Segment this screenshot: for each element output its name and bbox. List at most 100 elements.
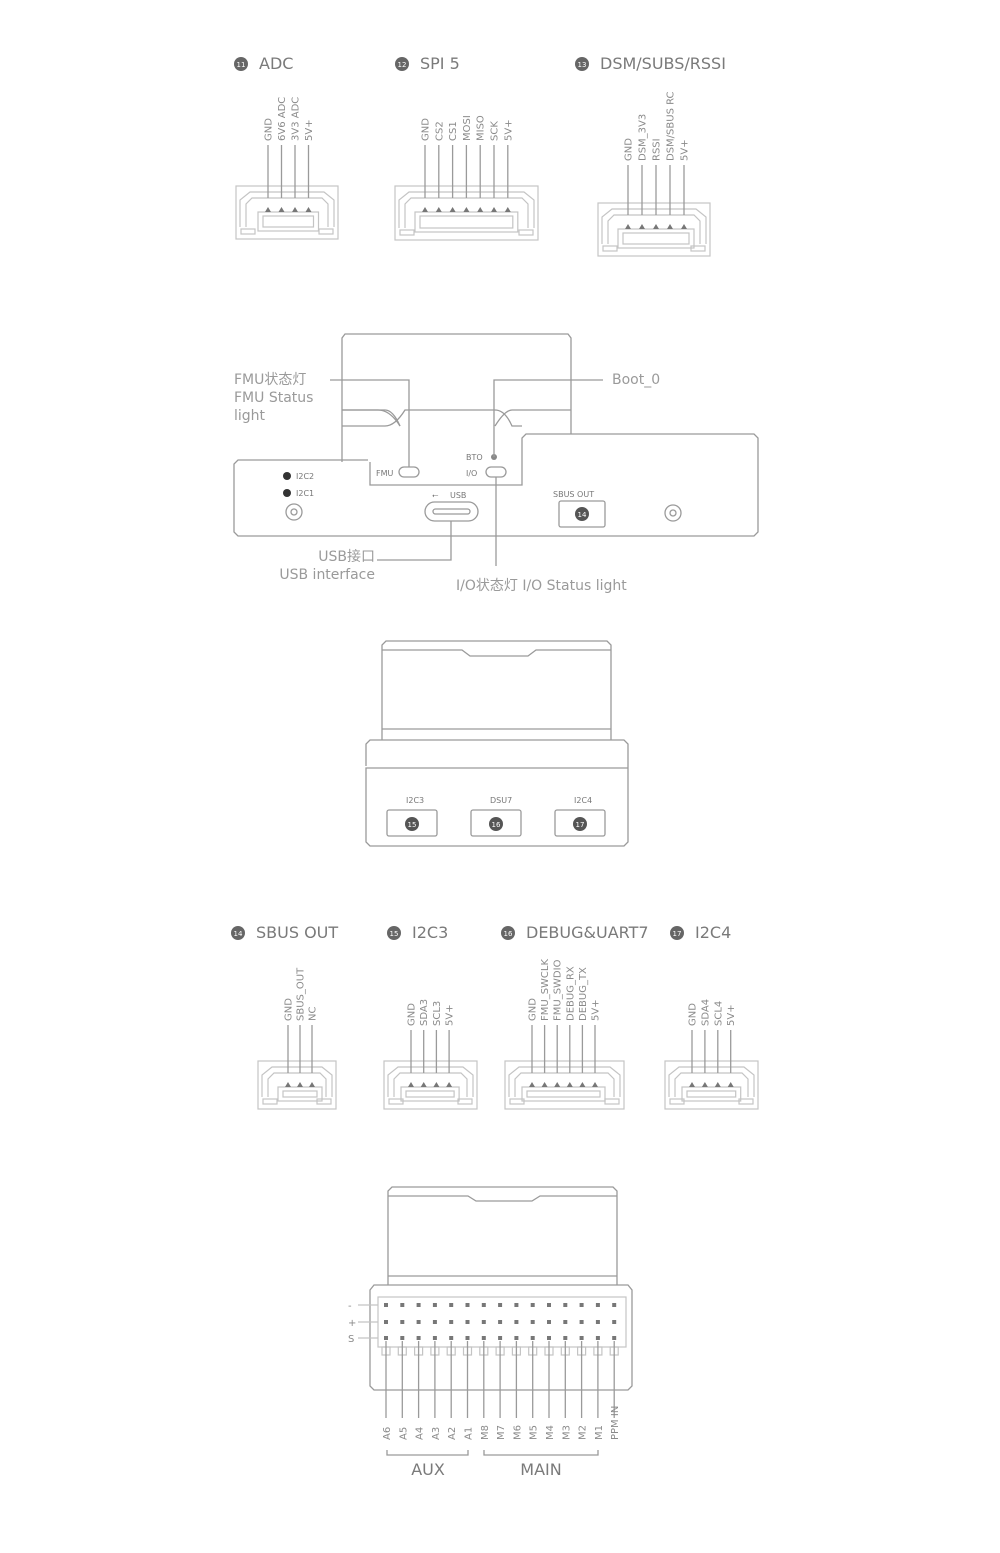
column-label: A3	[431, 1427, 442, 1440]
header-pin	[514, 1303, 519, 1307]
port-label: I2C3	[406, 796, 424, 805]
usb-interface-label-en: USB interface	[279, 567, 375, 583]
connector-title: SBUS OUT	[256, 923, 338, 942]
header-pin	[563, 1303, 568, 1307]
header-pin	[563, 1320, 568, 1324]
header-pin	[547, 1336, 551, 1340]
column-label: M1	[594, 1425, 605, 1440]
pin-marker	[504, 207, 511, 212]
pin-label: RSSI	[652, 138, 663, 161]
header-pin	[449, 1303, 454, 1307]
io-status-label: I/O状态灯 I/O Status light	[456, 578, 627, 594]
connector-number: 13	[578, 61, 587, 69]
pin-marker	[701, 1082, 708, 1087]
pin-marker	[689, 1082, 695, 1087]
connector-title: SPI 5	[420, 54, 460, 73]
header-pin	[449, 1336, 454, 1340]
pin-label: GND	[284, 998, 295, 1021]
pin-marker	[681, 224, 687, 229]
header-pin	[449, 1320, 454, 1324]
pin-label: SBUS_OUT	[296, 967, 307, 1021]
connector-number: 17	[673, 930, 682, 938]
number-badge-icon	[387, 926, 401, 940]
header-pin	[416, 1303, 421, 1307]
pin-marker	[714, 1082, 721, 1087]
header-pin	[384, 1303, 388, 1307]
port-label: DSU7	[490, 796, 512, 805]
sbus-out-port-label: SBUS OUT	[553, 490, 594, 499]
pin-label: SDA3	[419, 999, 430, 1026]
pin-marker	[449, 207, 456, 212]
column-label: M6	[512, 1425, 523, 1440]
bt0-label: BTO	[466, 453, 483, 462]
number-badge-icon	[501, 926, 515, 940]
pin-label: 5V+	[726, 1004, 737, 1026]
header-pin	[416, 1336, 421, 1340]
header-pin	[563, 1336, 568, 1340]
pin-marker	[278, 207, 285, 212]
header-pin	[595, 1320, 600, 1324]
pin-marker	[653, 224, 659, 229]
number-badge-icon	[575, 57, 589, 71]
column-label: PPM IN	[610, 1406, 621, 1440]
pin-marker	[435, 207, 442, 212]
pin-label: 6V6 ADC	[277, 97, 288, 141]
pin-marker	[566, 1082, 573, 1087]
pin-label: SDA4	[700, 999, 711, 1026]
header-pin	[432, 1303, 437, 1307]
pin-label: GND	[528, 998, 539, 1021]
fmu-status-label-en: FMU Status	[234, 390, 313, 406]
number-badge-icon	[395, 57, 409, 71]
row-label: +	[348, 1318, 356, 1329]
fmu-status-label-en2: light	[234, 408, 266, 424]
main-group-label: MAIN	[520, 1460, 561, 1479]
header-pin	[514, 1336, 519, 1340]
column-label: A6	[382, 1427, 393, 1440]
pin-label: SCL3	[432, 1001, 443, 1026]
i2c2-number-icon	[283, 472, 291, 480]
boot0-label: Boot_0	[612, 372, 660, 388]
header-pin	[400, 1336, 405, 1340]
header-pin	[400, 1320, 405, 1324]
port-number: 17	[576, 821, 585, 829]
header-pin	[432, 1336, 437, 1340]
pin-label: DSM/SBUS RC	[666, 91, 677, 161]
header-pin	[465, 1336, 470, 1340]
pin-label: FMU_SWCLK	[540, 959, 551, 1021]
number-badge-icon	[573, 817, 587, 831]
number-badge-icon	[234, 57, 248, 71]
header-pin	[384, 1336, 388, 1340]
header-pin	[498, 1320, 503, 1324]
pin-marker	[420, 1082, 427, 1087]
port-number: 15	[408, 821, 417, 829]
side-port-i2c3: I2C3 15	[386, 796, 438, 837]
pin-marker	[408, 1082, 414, 1087]
header-pin	[612, 1303, 617, 1307]
header-pin	[612, 1336, 617, 1340]
column-label: A4	[415, 1427, 426, 1440]
pin-marker	[541, 1082, 548, 1087]
connector-number: 16	[504, 930, 513, 938]
pin-marker	[292, 207, 298, 212]
usb-icon: ⭠	[432, 491, 439, 500]
column-label: A2	[447, 1427, 458, 1440]
number-badge-icon	[670, 926, 684, 940]
header-pin	[465, 1303, 470, 1307]
usb-interface-label-cn: USB接口	[318, 548, 375, 565]
pin-marker	[433, 1082, 440, 1087]
connector-title: I2C4	[695, 923, 731, 942]
pin-marker	[265, 207, 271, 212]
header-pin	[595, 1303, 600, 1307]
column-label: M4	[545, 1425, 556, 1440]
usb-label: USB	[450, 491, 466, 500]
pin-label: DEBUG_RX	[565, 966, 576, 1021]
front-view: FMU BTO I/O I2C2 I2C1 ⭠ USB SBUS OUT 14 …	[233, 333, 759, 594]
header-pin	[579, 1336, 584, 1340]
connector-number: 15	[390, 930, 399, 938]
